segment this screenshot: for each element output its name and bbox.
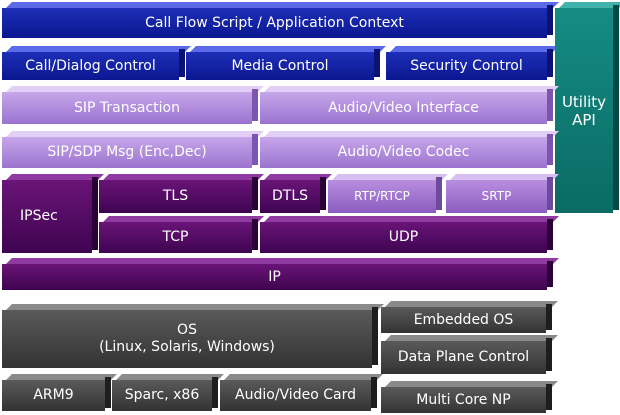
data-plane-control-block: Data Plane Control xyxy=(381,338,552,374)
call-dialog-control-label: Call/Dialog Control xyxy=(25,57,156,74)
audio-video-interface-block: Audio/Video Interface xyxy=(260,89,553,124)
os-label-line2: (Linux, Solaris, Windows) xyxy=(99,339,275,355)
call-flow-script-label: Call Flow Script / Application Context xyxy=(145,14,404,31)
multi-core-np-label: Multi Core NP xyxy=(416,391,511,408)
utility-api-block: Utility API xyxy=(555,5,619,213)
sparc-x86-block: Sparc, x86 xyxy=(112,377,218,411)
embedded-os-block: Embedded OS xyxy=(381,304,552,333)
rtp-rtcp-block: RTP/RTCP xyxy=(328,177,442,213)
call-flow-script-block: Call Flow Script / Application Context xyxy=(2,5,553,38)
sip-transaction-label: SIP Transaction xyxy=(74,99,180,116)
ipsec-block: IPSec xyxy=(2,177,98,253)
rtp-rtcp-label: RTP/RTCP xyxy=(354,189,410,204)
dtls-label: DTLS xyxy=(271,188,309,205)
sip-transaction-block: SIP Transaction xyxy=(2,89,258,124)
srtp-block: SRTP xyxy=(446,177,553,213)
udp-label: UDP xyxy=(388,229,419,246)
media-control-block: Media Control xyxy=(186,49,380,80)
security-control-label: Security Control xyxy=(410,57,523,74)
data-plane-control-label: Data Plane Control xyxy=(397,349,530,366)
call-dialog-control-block: Call/Dialog Control xyxy=(2,49,185,80)
os-block: OS (Linux, Solaris, Windows) xyxy=(2,307,378,368)
security-control-block: Security Control xyxy=(386,49,553,80)
sip-sdp-msg-block: SIP/SDP Msg (Enc,Dec) xyxy=(2,134,258,168)
media-control-label: Media Control xyxy=(231,57,329,74)
udp-block: UDP xyxy=(260,219,553,253)
ipsec-label: IPSec xyxy=(20,208,58,225)
os-label-line1: OS xyxy=(177,322,197,339)
ip-block: IP xyxy=(2,261,553,290)
tls-block: TLS xyxy=(99,177,258,213)
sip-sdp-msg-label: SIP/SDP Msg (Enc,Dec) xyxy=(47,144,207,161)
arm9-block: ARM9 xyxy=(2,377,111,411)
audio-video-card-block: Audio/Video Card xyxy=(220,377,377,411)
dtls-block: DTLS xyxy=(260,177,326,213)
embedded-os-label: Embedded OS xyxy=(413,311,514,328)
audio-video-codec-label: Audio/Video Codec xyxy=(337,144,470,161)
arm9-label: ARM9 xyxy=(33,387,74,404)
utility-api-label-line1: Utility xyxy=(561,92,607,111)
sparc-x86-label: Sparc, x86 xyxy=(124,387,200,404)
multi-core-np-block: Multi Core NP xyxy=(381,384,552,413)
srtp-label: SRTP xyxy=(481,189,512,204)
tls-label: TLS xyxy=(162,188,189,205)
tcp-block: TCP xyxy=(99,219,258,253)
ip-label: IP xyxy=(268,268,281,285)
audio-video-card-label: Audio/Video Card xyxy=(235,387,356,404)
audio-video-codec-block: Audio/Video Codec xyxy=(260,134,553,168)
utility-api-label-line2: API xyxy=(572,110,596,129)
audio-video-interface-label: Audio/Video Interface xyxy=(328,99,479,116)
tcp-label: TCP xyxy=(162,229,189,246)
